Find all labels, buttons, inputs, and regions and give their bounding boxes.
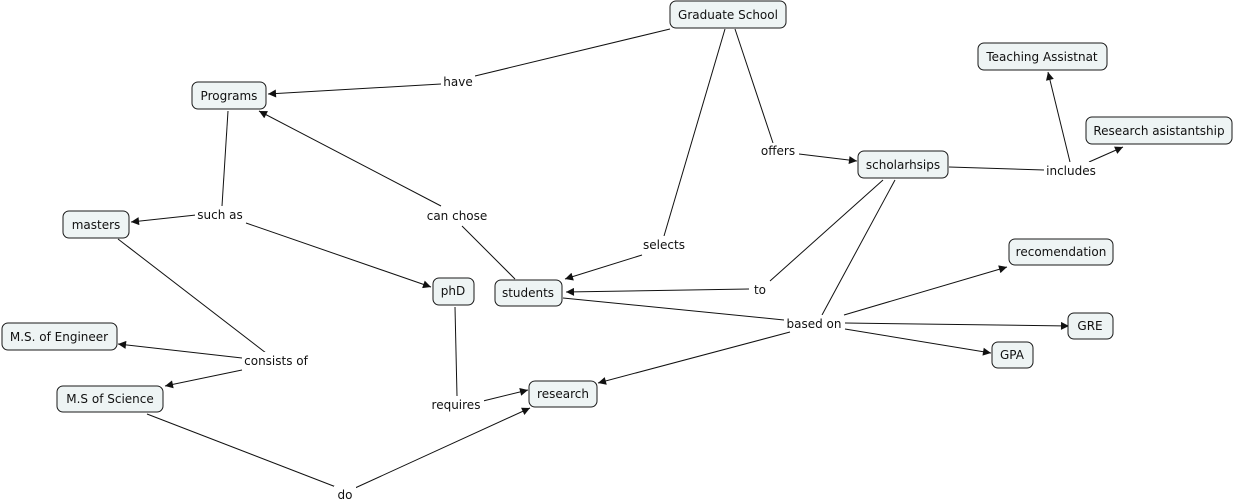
concept-recomendation-label: recomendation [1016,245,1107,259]
concept-phd-label: phD [441,284,465,298]
link-to: to [750,281,770,297]
link-do: do [334,486,356,502]
link-can-chose-text: can chose [427,209,488,223]
concept-phd[interactable]: phD [432,277,475,306]
edge-scholarhsips-to-includes [948,166,1045,171]
concept-research[interactable]: research [528,380,598,408]
link-have-text: have [443,75,472,89]
concept-gpa-label: GPA [1000,348,1025,362]
edge-such-as-to-phd [245,222,432,289]
concept-research-asistantship-label: Research asistantship [1093,124,1224,138]
link-can-chose: can chose [424,207,490,223]
edge-consists-of-to-science [164,369,243,389]
edge-programs-to-such-as [221,110,229,207]
link-consists-of: consists of [242,352,310,368]
edge-requires-to-research [482,388,529,402]
edge-to-to-students [565,287,750,296]
edge-graduate-school-to-selects [663,28,726,237]
edge-offers-to-scholarhsips [798,153,858,165]
concept-teaching-assistnat-label: Teaching Assistnat [985,50,1098,64]
edge-have-to-programs [267,83,442,98]
concept-gre-label: GRE [1077,319,1102,333]
concept-gpa[interactable]: GPA [991,341,1034,369]
link-requires: requires [428,396,484,412]
edge-science-to-do [146,413,337,488]
edge-selects-to-students [564,254,643,281]
connections [117,28,1124,489]
link-such-as: such as [195,206,245,222]
edge-graduate-school-to-have [474,28,671,77]
edge-based-on-to-gre [844,321,1070,330]
link-have: have [441,74,475,90]
concept-programs-label: Programs [201,89,258,103]
edge-consists-of-to-engineer [117,340,243,359]
concept-research-label: research [537,387,589,401]
link-based-on: based on [784,315,844,331]
edge-students-to-based-on [562,297,785,321]
link-such-as-text: such as [197,208,242,222]
concept-masters-label: masters [72,218,121,232]
concept-gre[interactable]: GRE [1067,312,1114,340]
concept-teaching-assistnat[interactable]: Teaching Assistnat [977,42,1108,71]
concept-programs[interactable]: Programs [191,81,267,110]
edge-scholarhsips-to-based-on [821,179,896,316]
edge-scholarhsips-to-to [769,179,884,282]
edge-do-to-research [354,407,531,489]
concept-graduate-school[interactable]: Graduate School [669,0,787,29]
concept-students-label: students [502,286,554,300]
concept-ms-engineer-label: M.S. of Engineer [10,330,108,344]
link-based-on-text: based on [787,317,842,331]
concept-recomendation[interactable]: recomendation [1008,238,1114,266]
link-consists-of-text: consists of [244,354,308,368]
concept-ms-science[interactable]: M.S of Science [56,385,164,413]
edge-such-as-to-masters [130,214,197,226]
link-do-text: do [338,488,353,502]
concepts: Graduate School Programs Teaching Assist… [1,0,1233,413]
concept-scholarhsips-label: scholarhsips [866,158,940,172]
link-requires-text: requires [432,398,481,412]
concept-ms-science-label: M.S of Science [66,392,154,406]
edge-based-on-to-recomendation [843,265,1008,316]
edge-graduate-school-to-offers [734,28,774,144]
link-selects-text: selects [643,238,685,252]
concept-masters[interactable]: masters [62,210,130,239]
edge-includes-to-research-asistantship [1088,146,1124,163]
concept-students[interactable]: students [494,279,563,307]
edge-based-on-to-gpa [844,328,992,356]
edge-masters-to-consists-of [117,238,267,354]
edge-based-on-to-research [597,331,791,385]
link-selects: selects [641,236,687,252]
edge-students-to-can-chose [461,225,516,280]
concept-scholarhsips[interactable]: scholarhsips [857,150,949,179]
edge-includes-to-teaching [1046,71,1071,163]
concept-ms-engineer[interactable]: M.S. of Engineer [1,322,118,351]
link-includes: includes [1044,162,1098,178]
edge-can-chose-to-programs [258,110,442,207]
concept-research-asistantship[interactable]: Research asistantship [1085,116,1233,145]
link-offers: offers [757,143,799,159]
link-includes-text: includes [1046,164,1096,178]
edge-phd-to-requires [454,306,458,397]
link-offers-text: offers [761,144,795,158]
concept-graduate-school-label: Graduate School [678,8,778,22]
link-to-text: to [754,283,766,297]
linking-phrases: have offers includes such as can chose s… [195,74,1098,502]
